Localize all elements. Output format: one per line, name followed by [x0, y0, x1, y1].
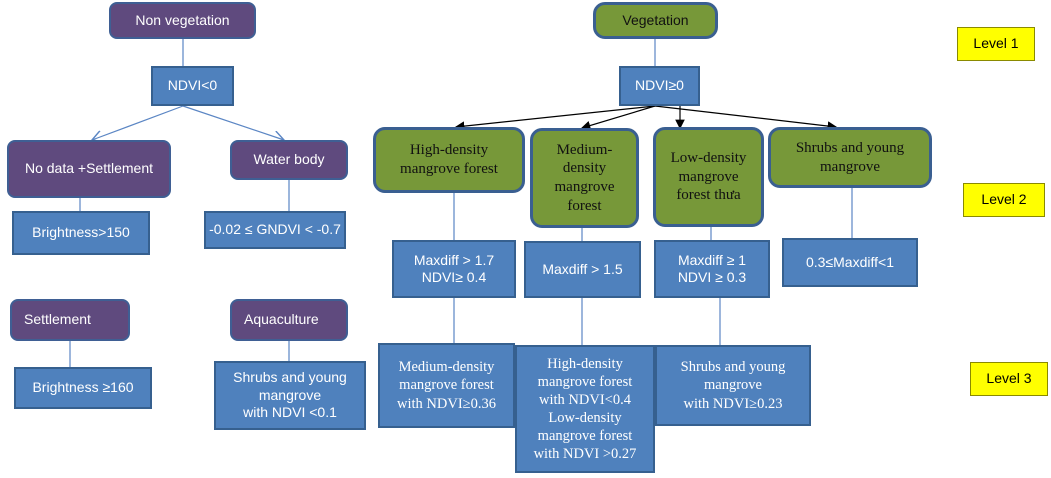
edge-ndvi-nodata: [92, 105, 184, 140]
shrubs-rule: 0.3≤Maxdiff<1: [782, 238, 918, 287]
level-3-label: Level 3: [970, 362, 1048, 396]
low-density-node: Low-density mangrove forest thưa: [653, 127, 764, 227]
high-low-density-ndvi-node: High-density mangrove forest with NDVI<0…: [515, 345, 655, 473]
level-1-label: Level 1: [957, 27, 1035, 61]
vegetation-node: Vegetation: [593, 2, 718, 39]
arrow-ndvi-high: [454, 105, 656, 131]
no-data-settlement-node: No data +Settlement: [7, 140, 171, 198]
non-vegetation-node: Non vegetation: [109, 2, 256, 39]
medium-density-node: Medium- density mangrove forest: [530, 128, 639, 228]
brightness-150-rule: Brightness>150: [12, 211, 150, 255]
arrow-ndvi-shrubs: [654, 105, 838, 131]
water-body-node: Water body: [230, 140, 348, 180]
aquaculture-node: Aquaculture: [230, 299, 348, 341]
arrow-ndvi-medium: [580, 105, 656, 131]
level-2-label: Level 2: [963, 183, 1045, 217]
ndvi-ge0-rule: NDVI≥0: [619, 66, 700, 106]
medium-density-rule: Maxdiff > 1.5: [524, 241, 641, 298]
gndvi-rule: -0.02 ≤ GNDVI < -0.7: [204, 211, 346, 249]
ndvi-lt0-rule: NDVI<0: [151, 66, 234, 106]
shrubs-young-node: Shrubs and young mangrove: [768, 127, 932, 188]
high-density-node: High-density mangrove forest: [373, 127, 525, 193]
high-density-rule: Maxdiff > 1.7 NDVI≥ 0.4: [392, 240, 516, 298]
medium-density-ndvi-036-node: Medium-density mangrove forest with NDVI…: [378, 343, 515, 428]
edge-ndvi-water: [182, 105, 284, 140]
settlement-node: Settlement: [10, 299, 130, 341]
low-density-rule: Maxdiff ≥ 1 NDVI ≥ 0.3: [654, 240, 770, 298]
brightness-160-rule: Brightness ≥160: [14, 367, 152, 409]
shrubs-ndvi-lt01-node: Shrubs and young mangrove with NDVI <0.1: [214, 361, 366, 430]
shrubs-ndvi-023-node: Shrubs and young mangrove with NDVI≥0.23: [655, 345, 811, 426]
